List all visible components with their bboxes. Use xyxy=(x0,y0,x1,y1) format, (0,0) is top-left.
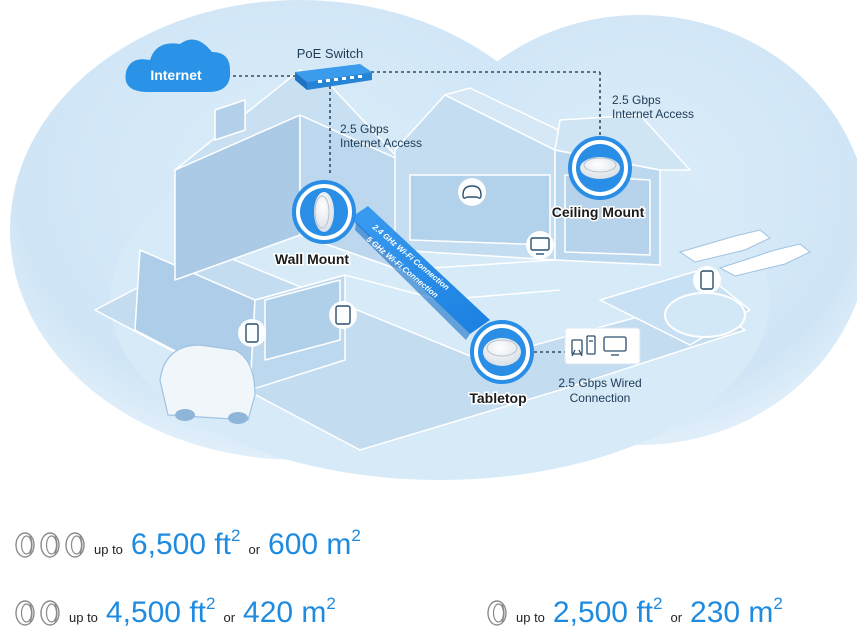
device-count-icons xyxy=(14,599,61,627)
smartphone-icon xyxy=(693,266,721,294)
coverage-prefix: up to xyxy=(516,610,545,625)
wired-connection-desc: Connection xyxy=(570,391,631,405)
access-point-icon xyxy=(15,600,35,626)
tablet-icon xyxy=(329,301,357,329)
uplink-right-speed: 2.5 Gbps xyxy=(612,93,661,107)
uplink-left-desc: Internet Access xyxy=(340,136,422,150)
coverage-area-m: 600 m2 xyxy=(268,526,361,561)
pool xyxy=(664,292,746,338)
coverage-row-one-unit: up to 2,500 ft2 or 230 m2 xyxy=(486,594,783,630)
coverage-prefix: up to xyxy=(94,542,123,557)
monitor-icon xyxy=(526,231,554,259)
desktop-pc-icon xyxy=(586,335,596,355)
wired-devices-box xyxy=(564,327,641,365)
coverage-separator: or xyxy=(223,610,236,625)
coverage-separator: or xyxy=(248,542,261,557)
tabletop-device xyxy=(470,320,534,384)
wall-mount-label: Wall Mount xyxy=(275,251,349,267)
coverage-area-ft: 6,500 ft2 xyxy=(130,526,241,561)
device-count-icons xyxy=(14,531,86,559)
coverage-prefix: up to xyxy=(69,610,98,625)
wall-mount-device xyxy=(292,180,356,244)
poe-switch-label: PoE Switch xyxy=(297,46,363,61)
access-point-icon xyxy=(487,600,507,626)
lounge-chairs xyxy=(678,229,811,277)
network-diagram: Internet PoE Switch 2.5 Gbps Internet Ac… xyxy=(10,0,857,480)
internet-label: Internet xyxy=(150,67,202,83)
access-point-icon xyxy=(40,600,60,626)
wifi-connection-beam xyxy=(350,206,490,340)
coverage-row-three-units: up to 6,500 ft2 or 600 m2 xyxy=(14,526,361,562)
game-console-icon xyxy=(571,339,583,357)
access-point-icon xyxy=(65,532,85,558)
monitor-icon xyxy=(603,336,627,356)
tabletop-label: Tabletop xyxy=(469,390,526,406)
uplink-left-speed: 2.5 Gbps xyxy=(340,122,389,136)
coverage-area-m: 420 m2 xyxy=(243,594,336,629)
ceiling-mount-device xyxy=(568,136,632,200)
coverage-area-m: 230 m2 xyxy=(690,594,783,629)
access-point-icon xyxy=(15,532,35,558)
uplink-right-desc: Internet Access xyxy=(612,107,694,121)
internet-cloud xyxy=(125,39,231,92)
wired-connection-speed: 2.5 Gbps Wired xyxy=(558,376,641,390)
coverage-area-ft: 4,500 ft2 xyxy=(105,594,216,629)
access-point-icon xyxy=(40,532,60,558)
coverage-area-ft: 2,500 ft2 xyxy=(552,594,663,629)
coverage-separator: or xyxy=(670,610,683,625)
smartphone-icon xyxy=(238,319,266,347)
poe-switch-icon xyxy=(295,64,372,90)
coverage-row-two-units: up to 4,500 ft2 or 420 m2 xyxy=(14,594,336,630)
device-count-icons xyxy=(486,599,508,627)
car xyxy=(159,344,256,424)
gamepad-icon xyxy=(458,178,486,206)
ceiling-mount-label: Ceiling Mount xyxy=(552,204,645,220)
